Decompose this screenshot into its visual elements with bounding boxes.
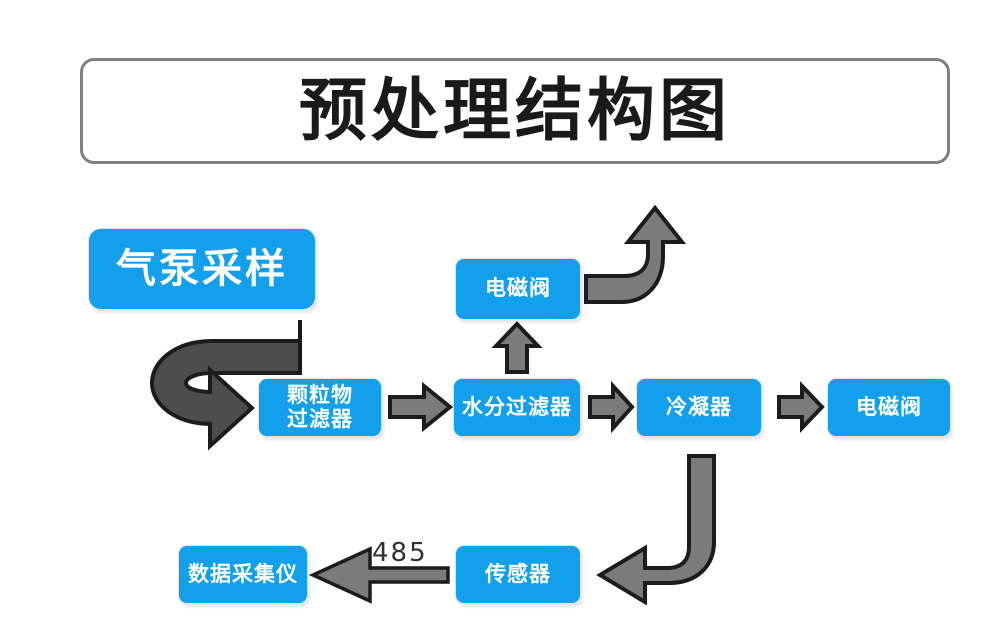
node-particulate-filter-line2: 过滤器 — [287, 407, 353, 431]
diagram-title-box: 预处理结构图 — [80, 58, 950, 164]
node-data-acquisition[interactable]: 数据采集仪 — [178, 545, 308, 604]
node-pump-label: 气泵采样 — [116, 246, 288, 291]
node-particulate-filter-label: 颗粒物 过滤器 — [287, 384, 353, 431]
arrow-valve-to-sensor — [596, 454, 716, 606]
node-particulate-filter[interactable]: 颗粒物 过滤器 — [258, 378, 382, 437]
arrow-water-to-condenser — [588, 380, 635, 434]
node-pump-sampling[interactable]: 气泵采样 — [88, 228, 316, 310]
node-condenser[interactable]: 冷凝器 — [636, 378, 762, 437]
node-moisture-filter-label: 水分过滤器 — [462, 395, 572, 419]
node-condenser-label: 冷凝器 — [666, 395, 732, 419]
arrow-particle-to-water — [388, 381, 454, 433]
arrow-water-to-valve-top — [491, 321, 543, 374]
node-solenoid-valve-top-label: 电磁阀 — [485, 277, 551, 301]
arrow-valve-top-to-vent — [584, 204, 687, 304]
node-solenoid-valve-right[interactable]: 电磁阀 — [827, 378, 951, 437]
node-moisture-filter[interactable]: 水分过滤器 — [453, 378, 581, 437]
page-title: 预处理结构图 — [298, 73, 731, 149]
node-solenoid-valve-right-label: 电磁阀 — [856, 395, 922, 419]
node-sensor[interactable]: 传感器 — [455, 545, 581, 604]
arrow-condenser-to-valve — [777, 381, 825, 433]
node-sensor-label: 传感器 — [485, 562, 551, 586]
node-data-acquisition-label: 数据采集仪 — [188, 562, 298, 586]
node-particulate-filter-line1: 颗粒物 — [287, 383, 353, 407]
node-solenoid-valve-top[interactable]: 电磁阀 — [455, 258, 581, 320]
edge-label-485: 485 — [372, 538, 428, 568]
